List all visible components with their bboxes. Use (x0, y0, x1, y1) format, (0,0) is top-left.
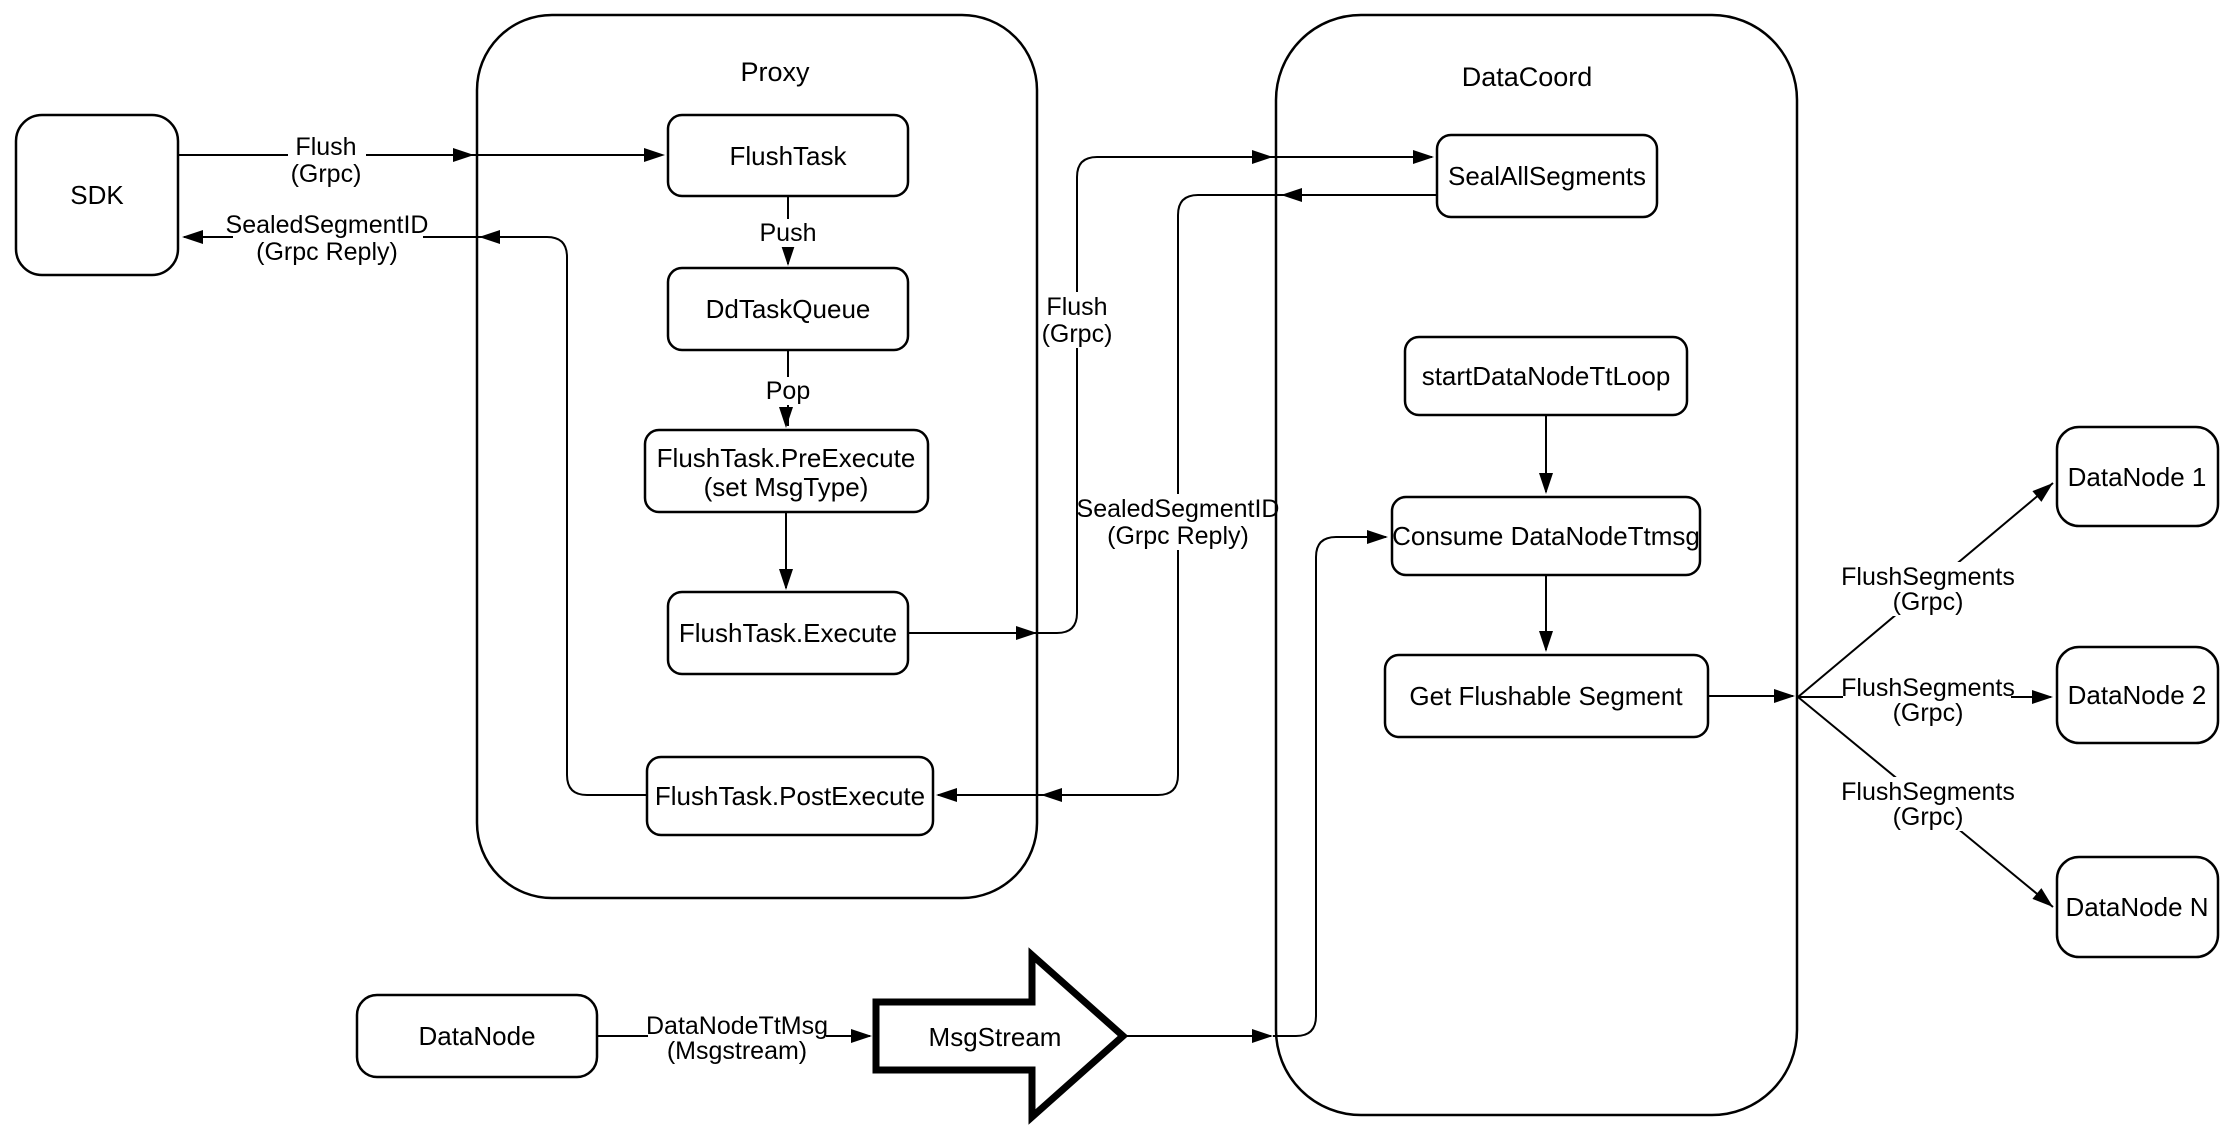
arrowhead-preexecute-in (779, 407, 793, 428)
proxy-container-label: Proxy (740, 57, 810, 87)
startdatanodettloop-node (1403, 335, 1689, 417)
datacoord-container-label: DataCoord (1462, 62, 1593, 92)
arrowhead-getflushable-in (1539, 631, 1553, 652)
edge-postexecute-to-sdk (184, 236, 647, 796)
edge-label-bg (288, 132, 366, 188)
arrowhead-sdk-reply (182, 230, 203, 244)
arrowhead-datacoord-border-reply (1281, 188, 1302, 202)
flushtask-node (666, 113, 910, 198)
edge-label-bg (756, 219, 820, 247)
msgstream-label: MsgStream (929, 1022, 1062, 1052)
arrowhead-datacoord-border-flush (1252, 150, 1273, 164)
edge-label-text: Flush (295, 133, 356, 161)
edge-label-text: SealedSegmentID (226, 211, 429, 239)
datanode2-label: DataNode 2 (2068, 680, 2207, 710)
edge-msgstream-to-consume (1273, 536, 1386, 1037)
proxy-container (475, 13, 1039, 900)
edge-label-datanodettmsg: DataNodeTtMsg (Msgstream) (646, 1011, 828, 1065)
sdk-label: SDK (70, 180, 124, 210)
datanoden-node (2055, 855, 2220, 959)
arrowhead-execute-in (779, 569, 793, 590)
edge-label-text: Push (760, 219, 817, 247)
flushtask-postexecute-node (645, 755, 935, 837)
edge-label-text: (Grpc Reply) (1107, 522, 1249, 550)
flushtask-preexecute-label-line2: (set MsgType) (704, 472, 869, 502)
consume-datanodettmsg-node (1390, 495, 1702, 577)
sealallsegments-node (1435, 133, 1659, 219)
arrowhead-proxy-border-execute-out (1016, 626, 1037, 640)
edge-label-text: (Msgstream) (667, 1037, 807, 1065)
arrowhead-datanoden-in (2032, 888, 2053, 907)
edge-label-sdk-reply: SealedSegmentID (Grpc Reply) (226, 211, 429, 267)
edge-label-text: (Grpc) (291, 160, 362, 188)
datanode1-label: DataNode 1 (2068, 462, 2207, 492)
edge-label-text: Flush (1046, 293, 1107, 321)
edge-label-bg (233, 211, 423, 267)
datanoden-label: DataNode N (2065, 892, 2208, 922)
edge-label-flushsegments-2: FlushSegments (Grpc) (1841, 673, 2015, 727)
arrowhead-datacoord-border-out (1774, 689, 1795, 703)
edge-label-flushsegments-3: FlushSegments (Grpc) (1841, 777, 2015, 831)
edge-label-flushsegments-1: FlushSegments (Grpc) (1841, 562, 2015, 616)
msgstream-arrow-shape (872, 947, 1129, 1125)
datacoord-container (1274, 13, 1799, 1117)
edge-label-text: Pop (766, 377, 810, 405)
ddtaskqueue-label: DdTaskQueue (706, 294, 871, 324)
sdk-node (14, 113, 180, 277)
edge-label-text: (Grpc) (1893, 803, 1964, 831)
edge-label-text: FlushSegments (1841, 778, 2015, 806)
arrowhead-proxy-border-reply (479, 230, 500, 244)
getflushablesegment-node (1383, 653, 1710, 739)
edge-label-bg (1083, 494, 1273, 550)
edge-label-datacoord-reply: SealedSegmentID (Grpc Reply) (1077, 494, 1280, 550)
arrowhead-proxy-border-flush (453, 148, 474, 162)
edge-label-text: DataNodeTtMsg (646, 1012, 828, 1040)
arrowhead-proxy-border-postexecute (1041, 788, 1062, 802)
ddtaskqueue-node (666, 266, 910, 352)
flushtask-label: FlushTask (729, 141, 847, 171)
edge-label-bg (760, 377, 816, 405)
edge-label-bg (1843, 777, 2011, 831)
arrowhead-ddtaskqueue-in (781, 245, 795, 266)
edge-label-text: (Grpc) (1893, 588, 1964, 616)
datanode2-node (2055, 645, 2220, 745)
edge-label-text: FlushSegments (1841, 674, 2015, 702)
flushtask-execute-label: FlushTask.Execute (679, 618, 897, 648)
edge-label-bg (1843, 673, 2011, 727)
arrowhead-sealallsegments-in (1413, 150, 1434, 164)
edge-label-bg (1042, 292, 1112, 348)
arrowhead-datanode1-in (2032, 483, 2053, 502)
edge-label-text: SealedSegmentID (1077, 495, 1280, 523)
edge-label-pop: Pop (760, 377, 816, 405)
edge-label-text: FlushSegments (1841, 563, 2015, 591)
datanode-label: DataNode (418, 1021, 535, 1051)
edge-label-bg (648, 1011, 826, 1063)
startdatanodettloop-label: startDataNodeTtLoop (1422, 361, 1671, 391)
edge-label-push: Push (756, 219, 820, 247)
edge-label-text: (Grpc) (1893, 699, 1964, 727)
edge-label-bg (1843, 562, 2011, 616)
arrowhead-flushtask-in (644, 148, 665, 162)
arrowhead-consume-in-top (1539, 473, 1553, 494)
edge-execute-to-sealallsegments (908, 156, 1432, 634)
consume-datanodettmsg-label: Consume DataNodeTtmsg (1392, 521, 1700, 551)
edge-label-datacoord-flush: Flush (Grpc) (1042, 292, 1113, 348)
arrowhead-consume-in-left (1367, 530, 1388, 544)
edge-label-sdk-flush: Flush (Grpc) (288, 132, 366, 188)
flushtask-preexecute-label-line1: FlushTask.PreExecute (657, 443, 916, 473)
sealallsegments-label: SealAllSegments (1448, 161, 1646, 191)
edge-label-text: (Grpc) (1042, 320, 1113, 348)
flushtask-postexecute-label: FlushTask.PostExecute (655, 781, 925, 811)
flushtask-execute-node (666, 590, 910, 676)
arrowhead-datacoord-border-msgstream (1252, 1029, 1273, 1043)
arrowhead-msgstream-in (851, 1029, 872, 1043)
datanode-node (355, 993, 599, 1079)
arrowhead-postexecute-in (936, 788, 957, 802)
arrowhead-datanode2-in (2032, 690, 2053, 704)
datanode1-node (2055, 425, 2220, 528)
flushtask-preexecute-node (643, 428, 930, 514)
edge-label-text: (Grpc Reply) (256, 238, 398, 266)
getflushablesegment-label: Get Flushable Segment (1409, 681, 1683, 711)
